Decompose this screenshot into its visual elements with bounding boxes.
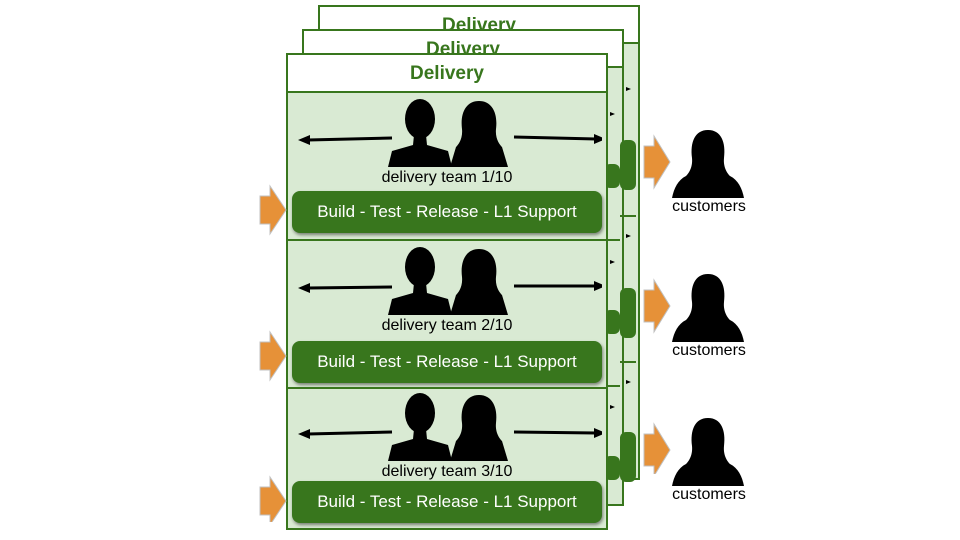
input-arrow-icon	[259, 184, 287, 236]
person-male-icon	[388, 393, 452, 461]
delivery-card-title: Delivery	[288, 55, 606, 93]
person-female-icon	[450, 101, 508, 167]
customers-label: customers	[672, 486, 746, 503]
input-arrow-icon	[259, 475, 287, 522]
team-2-people	[298, 247, 602, 315]
customer-icon	[672, 130, 744, 198]
customers-label: customers	[672, 198, 746, 215]
team-label: delivery team 3/10	[381, 463, 513, 480]
team-panel-1: delivery team 1/10 Build - Test - Releas…	[288, 93, 606, 241]
activity-pill: Build - Test - Release - L1 Support	[292, 481, 602, 523]
team-panel-3: delivery team 3/10 Build - Test - Releas…	[288, 387, 606, 528]
output-arrow-icon	[643, 422, 671, 474]
double-arrow-icon	[298, 281, 602, 293]
customers-label: customers	[672, 342, 746, 359]
person-female-icon	[450, 395, 508, 461]
team-panel-2: delivery team 2/10 Build - Test - Releas…	[288, 239, 606, 387]
team-1-people	[298, 99, 602, 167]
person-male-icon	[388, 99, 452, 167]
activity-pill: Build - Test - Release - L1 Support	[292, 341, 602, 383]
customer-icon	[672, 274, 744, 342]
output-arrow-icon	[643, 278, 671, 334]
double-arrow-icon	[298, 134, 602, 145]
team-label: delivery team 2/10	[381, 317, 513, 334]
output-arrows	[643, 134, 671, 474]
input-arrows	[259, 184, 287, 522]
input-arrow-icon	[259, 330, 287, 382]
output-arrow-icon	[643, 134, 671, 190]
team-3-people	[298, 393, 602, 461]
customer-icon	[672, 418, 744, 486]
delivery-card: Delivery delivery team 1/10 Build - Test…	[286, 53, 608, 530]
double-arrow-icon	[298, 428, 602, 439]
person-male-icon	[388, 247, 452, 315]
team-label: delivery team 1/10	[381, 169, 513, 186]
person-female-icon	[450, 249, 508, 315]
activity-pill: Build - Test - Release - L1 Support	[292, 191, 602, 233]
